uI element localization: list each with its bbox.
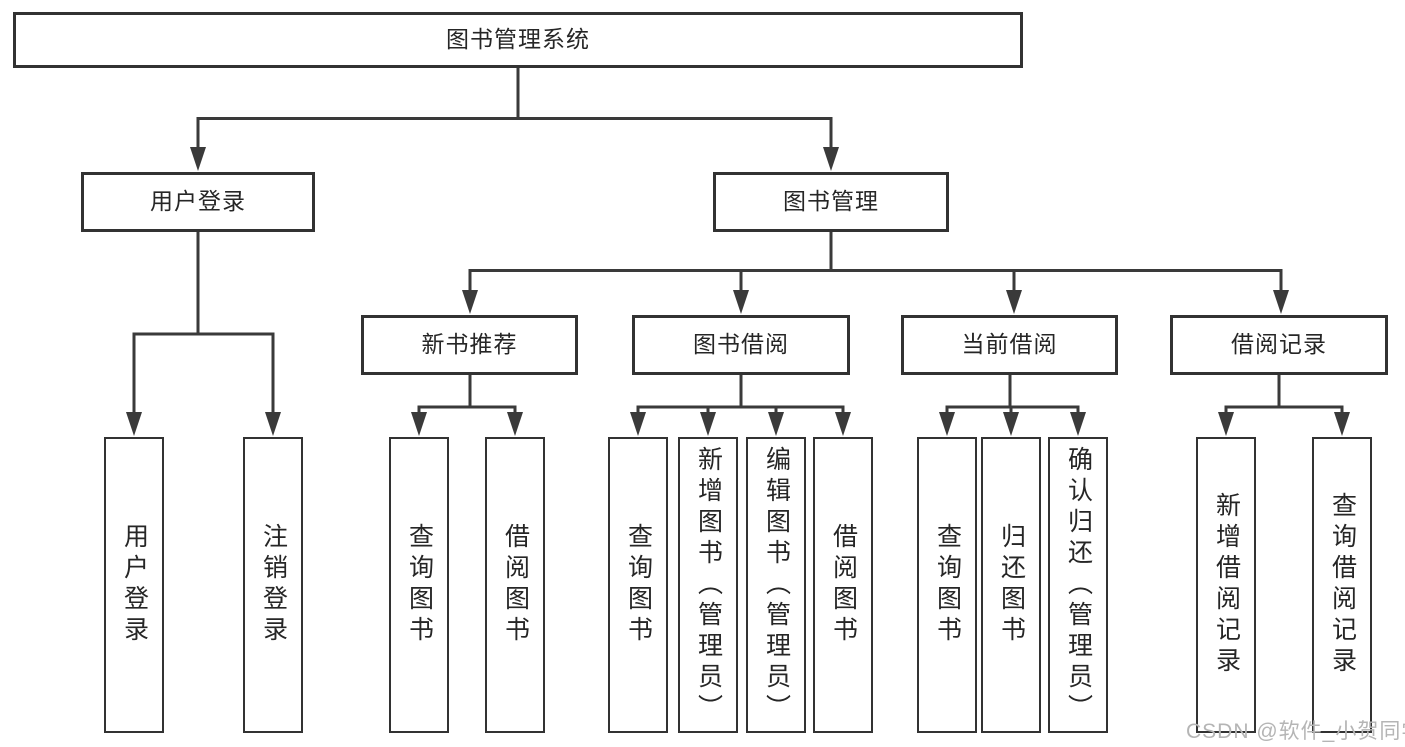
node-current-borrowing-label: 当前借阅 xyxy=(961,331,1058,358)
leaf-add-books-admin-label: 新增图书（管理员） xyxy=(694,445,723,725)
node-library-system-label: 图书管理系统 xyxy=(446,26,590,53)
node-book-borrowing: 图书借阅 xyxy=(632,315,850,375)
node-library-system: 图书管理系统 xyxy=(13,12,1023,68)
node-book-management: 图书管理 xyxy=(713,172,949,232)
leaf-edit-books-admin: 编辑图书（管理员） xyxy=(746,437,806,733)
leaf-confirm-return-admin-label: 确认归还（管理员） xyxy=(1064,445,1093,725)
leaf-confirm-return-admin: 确认归还（管理员） xyxy=(1048,437,1108,733)
leaf-user-login: 用户登录 xyxy=(104,437,164,733)
arrowhead-markers xyxy=(126,147,1350,436)
leaf-borrow-books-recommend: 借阅图书 xyxy=(485,437,545,733)
leaf-add-borrow-record: 新增借阅记录 xyxy=(1196,437,1256,733)
leaf-query-borrow-record-label: 查询借阅记录 xyxy=(1328,492,1357,678)
node-book-borrowing-label: 图书借阅 xyxy=(693,331,789,358)
leaf-logout-label: 注销登录 xyxy=(259,523,288,647)
leaf-query-books-current: 查询图书 xyxy=(917,437,977,733)
leaf-user-login-label: 用户登录 xyxy=(120,523,149,647)
csdn-watermark: CSDN @软件_小贺同学 xyxy=(1186,720,1405,743)
leaf-query-books-recommend: 查询图书 xyxy=(389,437,449,733)
node-user-login: 用户登录 xyxy=(81,172,315,232)
node-new-book-recommend-label: 新书推荐 xyxy=(421,331,518,358)
leaf-return-books-label: 归还图书 xyxy=(997,523,1026,647)
leaf-query-books-borrow-label: 查询图书 xyxy=(624,523,653,647)
leaf-borrow-books-recommend-label: 借阅图书 xyxy=(501,523,530,647)
leaf-query-books-recommend-label: 查询图书 xyxy=(405,523,434,647)
node-new-book-recommend: 新书推荐 xyxy=(361,315,578,375)
node-borrowing-records: 借阅记录 xyxy=(1170,315,1388,375)
connector-lines xyxy=(132,68,1344,416)
node-book-management-label: 图书管理 xyxy=(783,188,879,215)
leaf-add-books-admin: 新增图书（管理员） xyxy=(678,437,738,733)
node-user-login-label: 用户登录 xyxy=(150,188,246,215)
leaf-borrow-books: 借阅图书 xyxy=(813,437,873,733)
leaf-edit-books-admin-label: 编辑图书（管理员） xyxy=(762,445,791,725)
leaf-query-borrow-record: 查询借阅记录 xyxy=(1312,437,1372,733)
leaf-return-books: 归还图书 xyxy=(981,437,1041,733)
leaf-borrow-books-label: 借阅图书 xyxy=(829,523,858,647)
node-borrowing-records-label: 借阅记录 xyxy=(1231,331,1327,358)
leaf-query-books-current-label: 查询图书 xyxy=(933,523,962,647)
leaf-query-books-borrow: 查询图书 xyxy=(608,437,668,733)
leaf-logout: 注销登录 xyxy=(243,437,303,733)
leaf-add-borrow-record-label: 新增借阅记录 xyxy=(1212,492,1241,678)
node-current-borrowing: 当前借阅 xyxy=(901,315,1118,375)
